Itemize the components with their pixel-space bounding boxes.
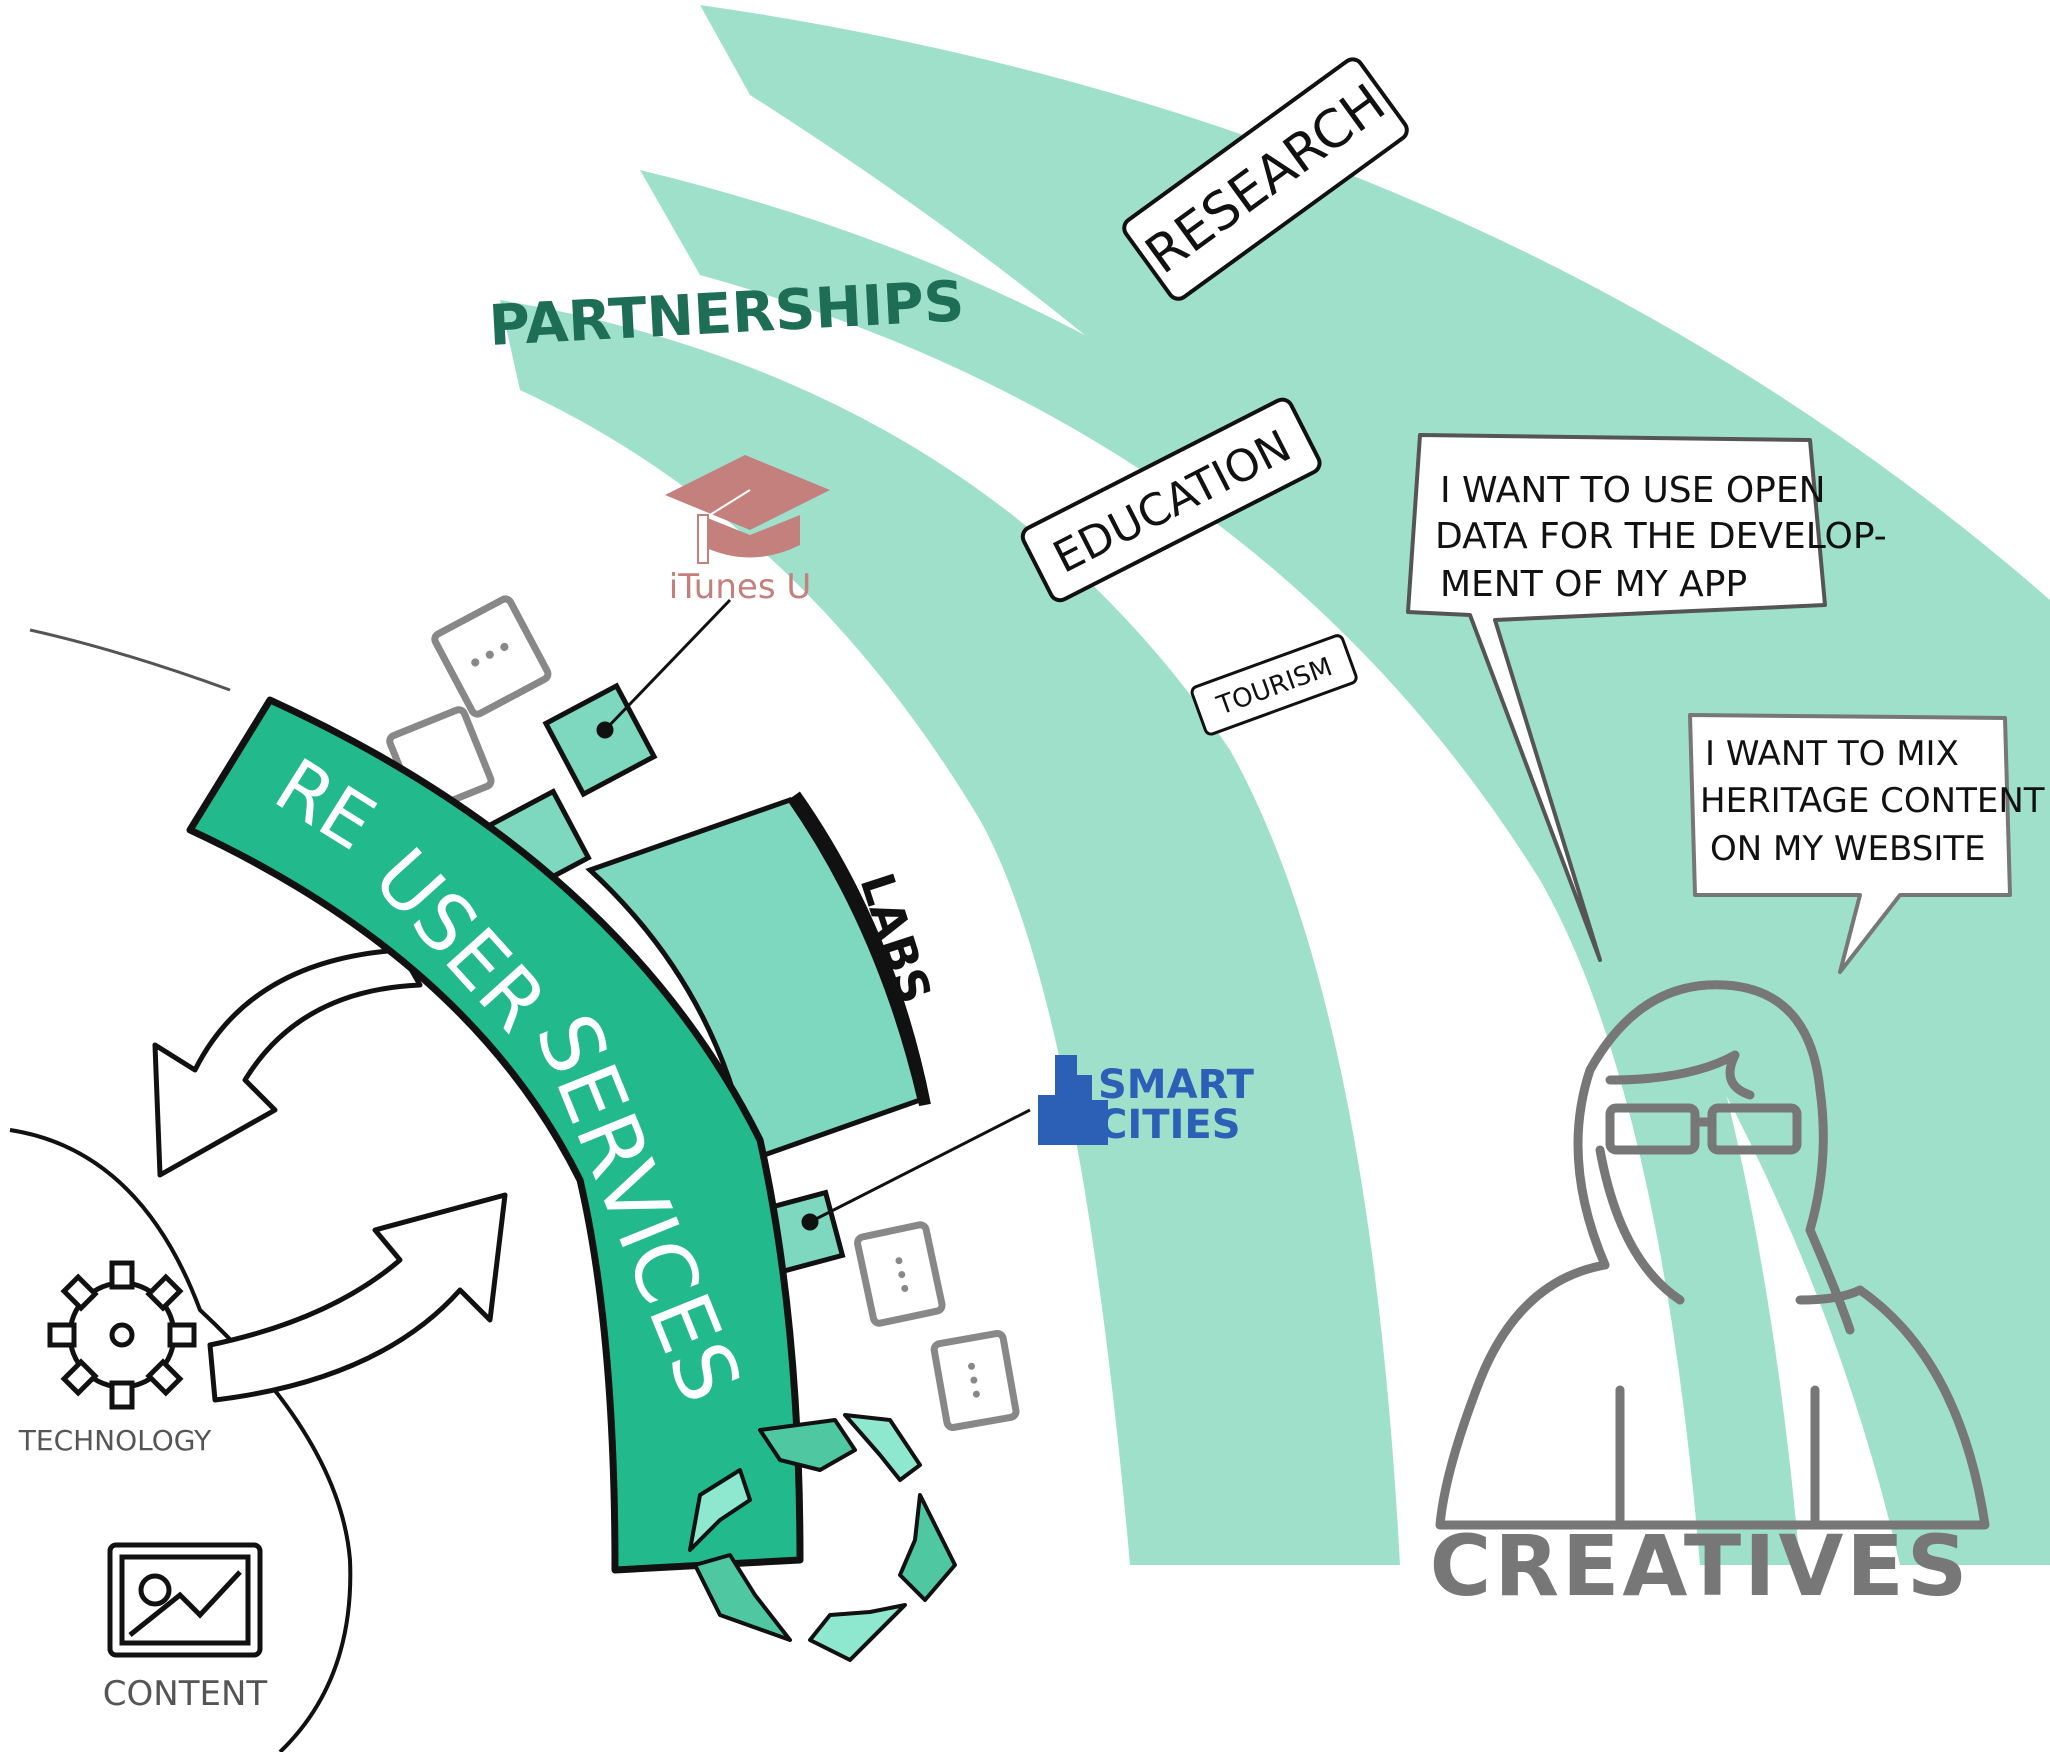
graduation-cap-icon [665, 455, 830, 564]
band-inner [500, 300, 1400, 1565]
smart-cities-line1: SMART [1098, 1062, 1255, 1108]
arrow-right [207, 1192, 508, 1403]
image-icon [107, 1542, 263, 1658]
recycle-icon [688, 1413, 957, 1662]
content-label: CONTENT [103, 1674, 268, 1714]
document-card-4: ••• [930, 1330, 1020, 1431]
partnerships-label: PARTNERSHIPS [487, 269, 965, 359]
person-with-glasses-icon [1435, 980, 1990, 1530]
speech-bubble-1-line-1: I WANT TO USE OPEN [1440, 470, 1826, 511]
speech-bubble-1-line-3: MENT OF MY APP [1440, 564, 1747, 605]
speech-bubble-1: I WANT TO USE OPEN DATA FOR THE DEVELOP-… [1406, 433, 1887, 962]
band-outer [700, 5, 2050, 1565]
speech-bubble-2-line-3: ON MY WEBSITE [1710, 829, 1986, 869]
document-card-1: ••• [431, 595, 552, 718]
service-tiles [483, 682, 846, 1276]
speech-bubble-2-line-2: HERITAGE CONTENT [1700, 781, 2045, 821]
tourism-tag: TOURISM [1190, 634, 1358, 736]
gear-icon [47, 1260, 197, 1410]
connector-lines [603, 598, 1031, 1224]
speech-bubble-2: I WANT TO MIX HERITAGE CONTENT ON MY WEB… [1688, 713, 2045, 974]
source-area [9, 628, 353, 1752]
speech-bubble-2-line-1: I WANT TO MIX [1705, 734, 1959, 774]
technology-label: TECHNOLOGY [18, 1424, 212, 1457]
smart-cities-line2: CITIES [1098, 1102, 1241, 1148]
speech-bubble-1-line-2: DATA FOR THE DEVELOP- [1435, 516, 1887, 557]
arrow-left [152, 947, 423, 1178]
city-skyline-icon [1038, 1055, 1108, 1145]
itunes-label: iTunes U [669, 567, 811, 607]
service-tile-itunes [542, 682, 658, 798]
curved-arrows [152, 947, 508, 1403]
creatives-label: CREATIVES [1430, 1517, 1971, 1615]
document-card-3: ••• [854, 1221, 946, 1327]
